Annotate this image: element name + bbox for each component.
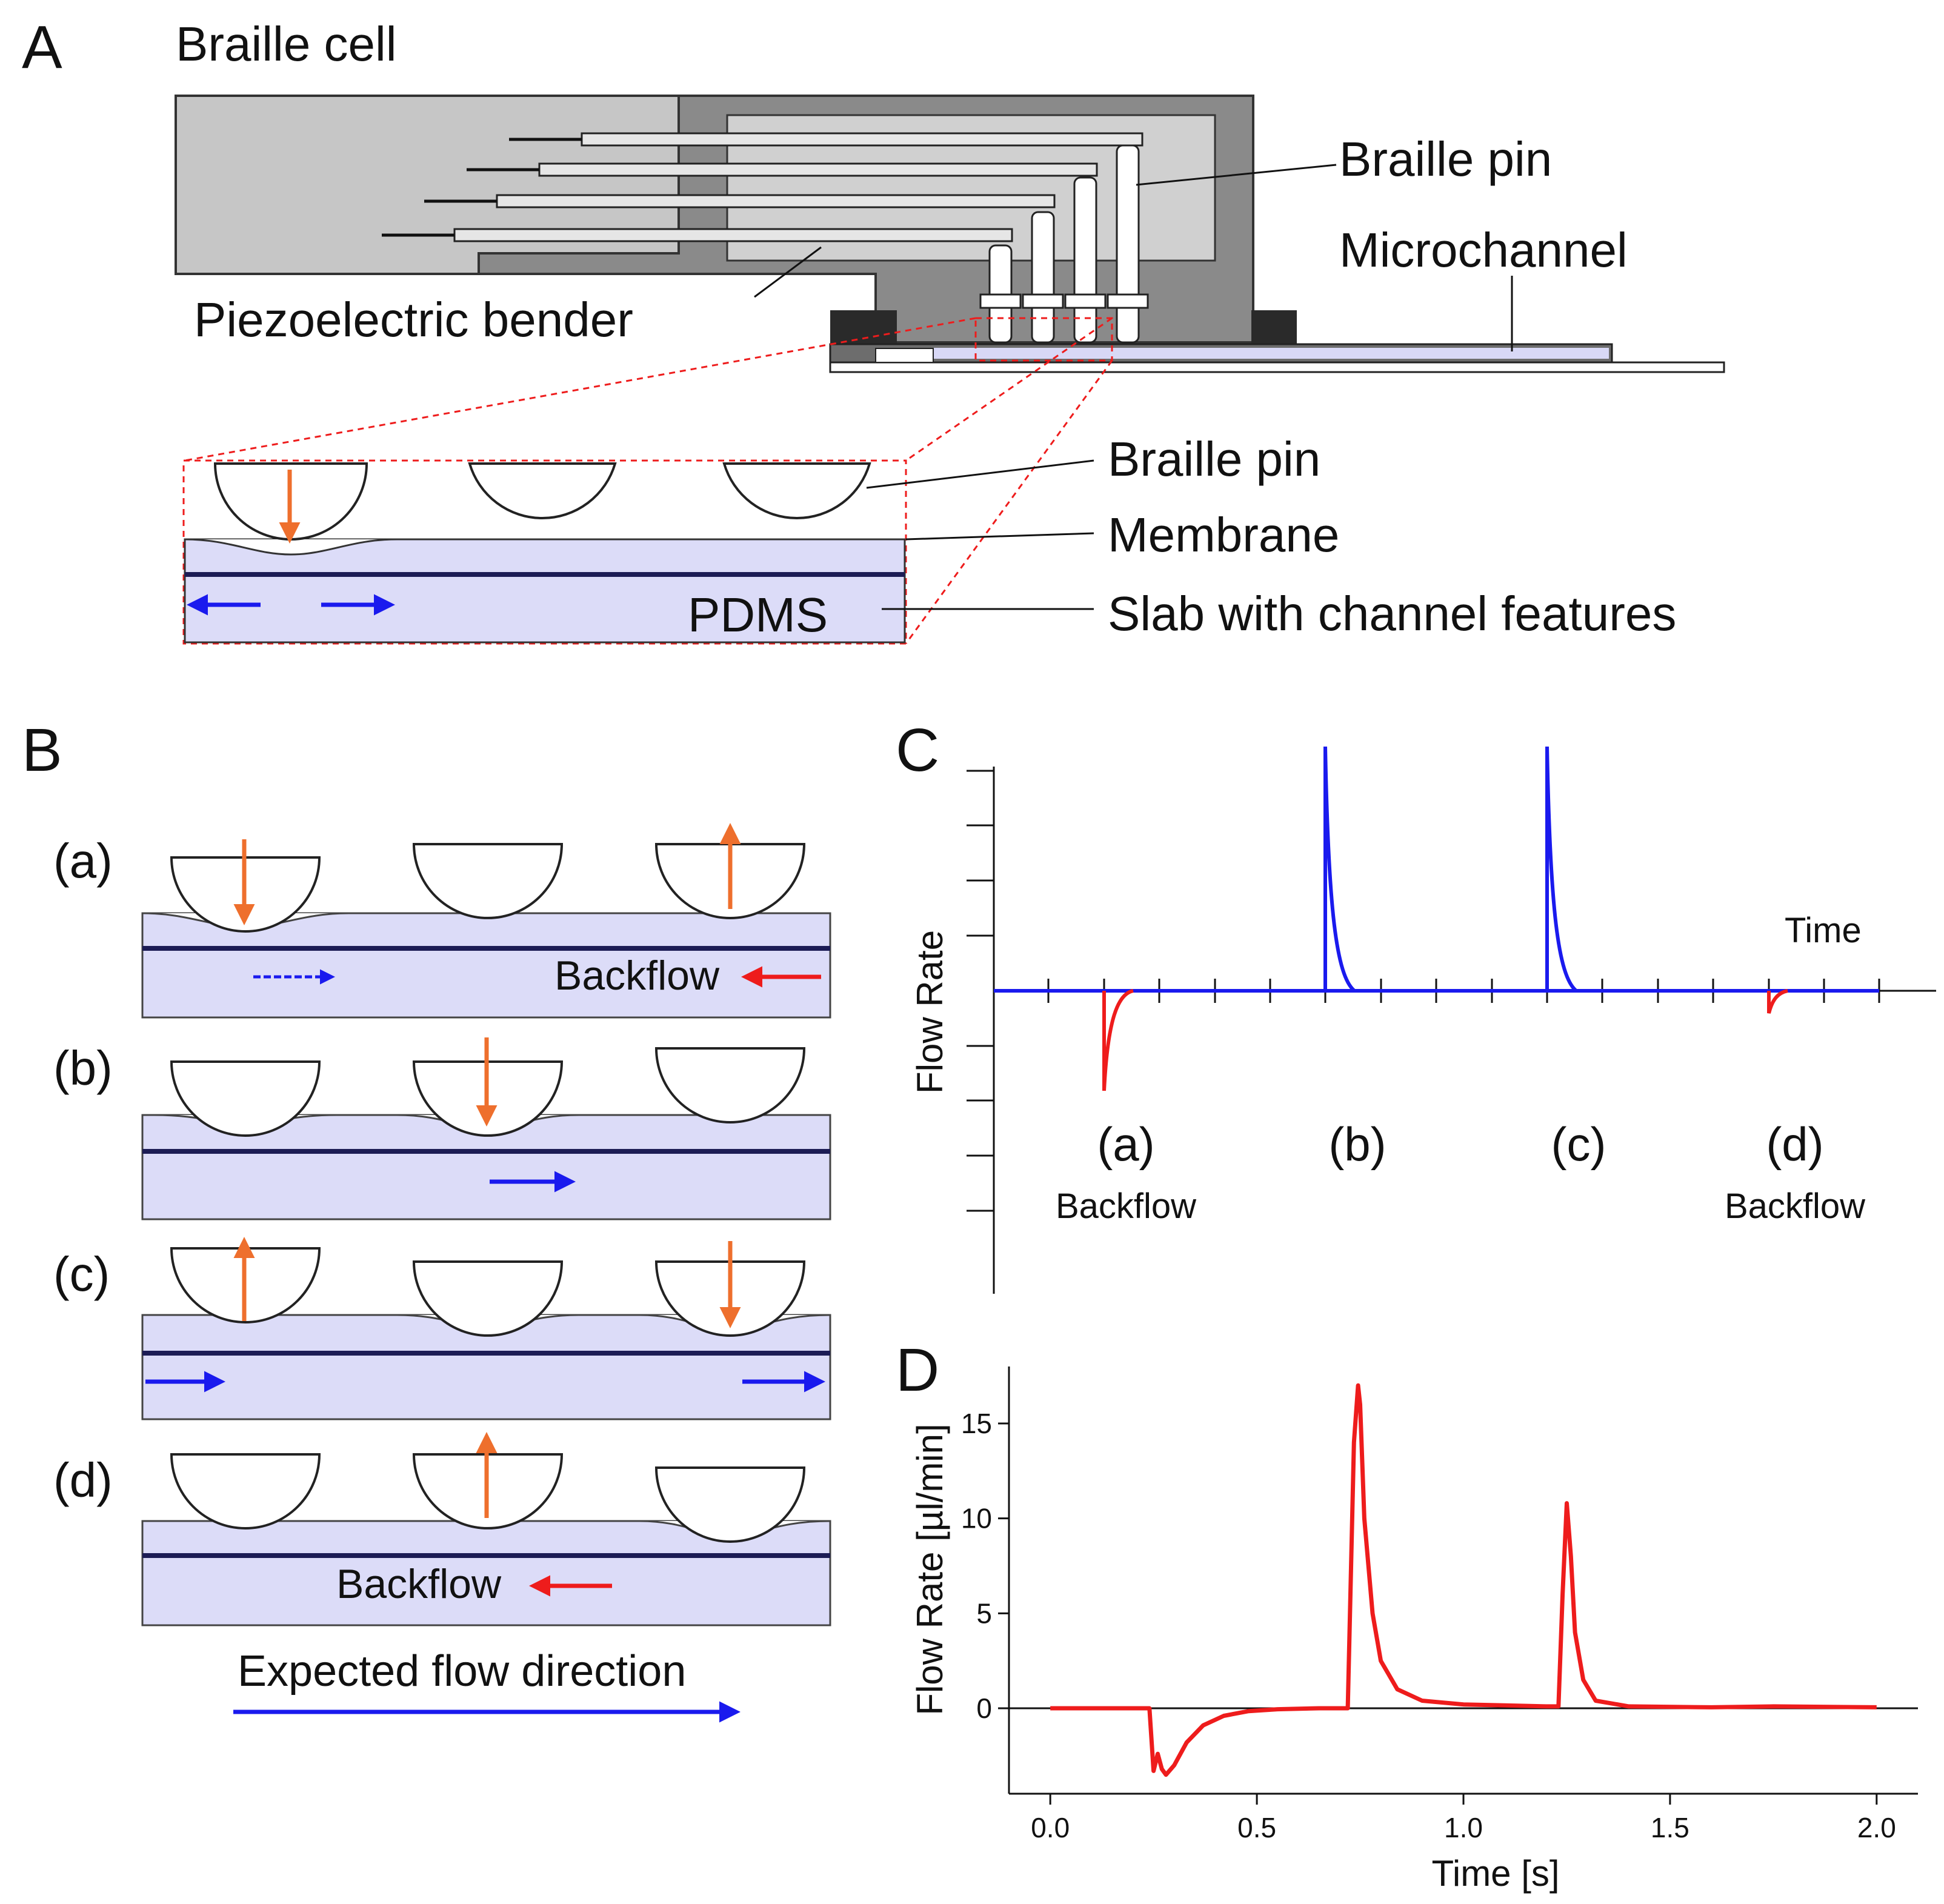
panel-c-xlabel: Time xyxy=(1785,911,1862,950)
panel-d: D 0.0 0.5 1.0 1.5 2.0 0 5 10 15 Time [s] Flow Ra… xyxy=(896,1336,1918,1894)
panel-c-letter: C xyxy=(896,716,939,784)
row-c: (c) xyxy=(53,1237,831,1420)
inset-membrane-dip xyxy=(184,538,398,556)
slide-window xyxy=(875,348,934,363)
row-a-backflow: Backflow xyxy=(554,953,720,999)
panel-c-y-ticks xyxy=(967,770,994,1212)
chart-ylabel: Flow Rate [µl/min] xyxy=(910,1423,950,1715)
chart-xtick-label: 0.0 xyxy=(1031,1812,1070,1843)
inset-label-membrane: Membrane xyxy=(1108,508,1339,562)
panel-c-event-d: (d) xyxy=(1766,1117,1823,1171)
chart-xlabel: Time [s] xyxy=(1431,1853,1559,1894)
panel-c-ylabel: Flow Rate xyxy=(910,930,950,1094)
inset-label-pin: Braille pin xyxy=(1108,432,1320,486)
row-d-backflow: Backflow xyxy=(336,1561,502,1607)
inset-leaders xyxy=(866,459,1094,610)
row-a: (a) Backflow xyxy=(53,823,831,1019)
panel-a-title: Braille cell xyxy=(176,17,397,71)
panel-c-peak-c xyxy=(1545,746,1578,993)
panel-c-dip-d xyxy=(1767,989,1788,1014)
glass-slide xyxy=(829,361,1725,373)
chart-xtick-label: 1.5 xyxy=(1651,1812,1689,1843)
microchannel-fluid xyxy=(933,348,1609,359)
row-c-tag: (c) xyxy=(53,1247,110,1301)
base-block-left xyxy=(830,310,897,347)
braille-pins xyxy=(979,144,1149,344)
label-braille-pin: Braille pin xyxy=(1339,132,1552,186)
row-b-pin-3 xyxy=(654,1047,806,1123)
pin-guide-4 xyxy=(1107,293,1149,309)
panel-b-letter: B xyxy=(22,716,62,784)
row-d-pin-3 xyxy=(654,1466,806,1543)
panel-c: C xyxy=(896,716,1936,1294)
chart-xtick-label: 1.0 xyxy=(1444,1812,1483,1843)
leader-inset-pin xyxy=(866,459,1094,489)
label-microchannel: Microchannel xyxy=(1339,223,1628,277)
chart-ytick-label: 10 xyxy=(961,1503,992,1534)
panel-a: A Braille cell xyxy=(22,13,1725,645)
panel-c-event-c: (c) xyxy=(1551,1117,1606,1171)
row-a-tag: (a) xyxy=(53,834,113,888)
zoom-line-2 xyxy=(905,317,1113,462)
zoom-connectors xyxy=(184,317,1113,644)
braille-pin-2 xyxy=(1031,211,1055,344)
inset-pdms-label: PDMS xyxy=(688,588,828,642)
pin-guide-3 xyxy=(1064,293,1107,309)
leader-piezo xyxy=(754,246,822,298)
panel-a-letter: A xyxy=(22,13,62,81)
panel-c-event-a-sub: Backflow xyxy=(1056,1187,1197,1226)
chart-ytick-label: 15 xyxy=(961,1408,992,1439)
row-d-tag: (d) xyxy=(53,1453,113,1507)
inset-pdms-slab xyxy=(184,538,906,644)
inset-label-slab: Slab with channel features xyxy=(1108,587,1676,641)
chart-xtick-label: 0.5 xyxy=(1237,1812,1276,1843)
inset-pin-2 xyxy=(468,462,617,519)
bender-4 xyxy=(453,228,1013,242)
panel-c-peak-b xyxy=(1323,746,1356,993)
inset-frame xyxy=(182,459,907,645)
inset-pin-3 xyxy=(722,462,871,519)
panel-c-dip-a xyxy=(1102,989,1134,1091)
row-c-pin-2 xyxy=(412,1260,564,1337)
expected-flow-label: Expected flow direction xyxy=(238,1647,686,1696)
chart-series-line xyxy=(1050,1383,1877,1777)
bender-2 xyxy=(538,162,1098,177)
leader-inset-membrane xyxy=(905,532,1094,541)
zoom-line-3 xyxy=(905,360,1113,644)
piezo-benders xyxy=(382,132,1143,242)
zoom-box xyxy=(974,317,1113,362)
braille-cell-body xyxy=(175,95,1725,373)
bender-1 xyxy=(581,132,1143,147)
braille-pin-4 xyxy=(1116,144,1140,344)
panel-d-letter: D xyxy=(896,1336,939,1404)
zoom-line-1 xyxy=(184,317,976,462)
row-b: (b) xyxy=(53,1037,831,1220)
bender-3 xyxy=(496,194,1056,208)
chart-ytick-label: 5 xyxy=(976,1597,992,1629)
base-block-right xyxy=(1251,310,1297,347)
chart-xtick-label: 2.0 xyxy=(1857,1812,1896,1843)
row-d-pin-1 xyxy=(170,1453,321,1530)
panel-c-event-b: (b) xyxy=(1328,1117,1386,1171)
leader-braille-pin xyxy=(1136,164,1337,186)
panel-b: B (a) Backflow (b) xyxy=(22,716,831,1723)
flow-rate-chart: 0.0 0.5 1.0 1.5 2.0 0 5 10 15 xyxy=(961,1366,1918,1843)
panel-c-event-d-sub: Backflow xyxy=(1725,1187,1866,1226)
label-piezo: Piezoelectric bender xyxy=(194,293,633,347)
row-b-pin-1 xyxy=(170,1060,321,1137)
inset-detail: PDMS Braille pin Membrane Slab with chan… xyxy=(182,432,1676,645)
row-d: (d) Backflow xyxy=(53,1432,831,1626)
row-a-pin-2 xyxy=(412,843,564,919)
pin-guide-2 xyxy=(1022,293,1064,309)
chart-ytick-label: 0 xyxy=(976,1693,992,1724)
panel-a-leaders xyxy=(754,164,1513,351)
row-b-tag: (b) xyxy=(53,1041,113,1095)
pin-guide-1 xyxy=(979,293,1022,309)
panel-c-event-a: (a) xyxy=(1097,1117,1154,1171)
